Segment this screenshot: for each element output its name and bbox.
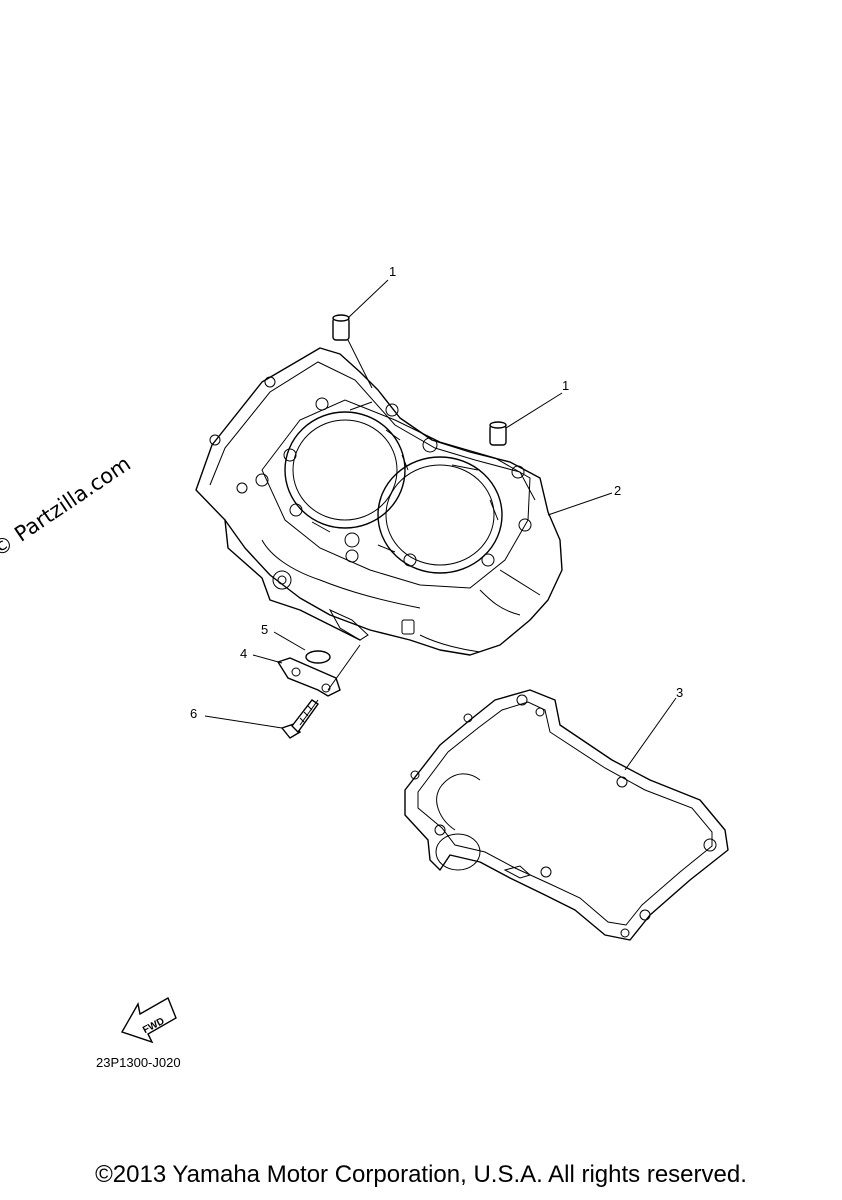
dowel-pin-b xyxy=(489,421,507,446)
callout-6: 6 xyxy=(190,706,197,721)
o-ring xyxy=(305,650,331,664)
forward-arrow-icon: FWD xyxy=(120,996,177,1044)
callout-5: 5 xyxy=(261,622,268,637)
callout-4: 4 xyxy=(240,646,247,661)
callout-1-a: 1 xyxy=(389,264,396,279)
callout-1-b: 1 xyxy=(562,378,569,393)
diagram-code: 23P1300-J020 xyxy=(96,1055,181,1070)
copyright-notice: ©2013 Yamaha Motor Corporation, U.S.A. A… xyxy=(95,1161,747,1188)
cylinder-block xyxy=(195,347,563,656)
cylinder-gasket xyxy=(404,689,729,941)
bolt xyxy=(280,699,319,739)
callout-3: 3 xyxy=(676,685,683,700)
leader-lines xyxy=(204,279,677,771)
dowel-pin-a xyxy=(332,314,350,341)
callout-2: 2 xyxy=(614,483,621,498)
bracket xyxy=(276,657,341,697)
